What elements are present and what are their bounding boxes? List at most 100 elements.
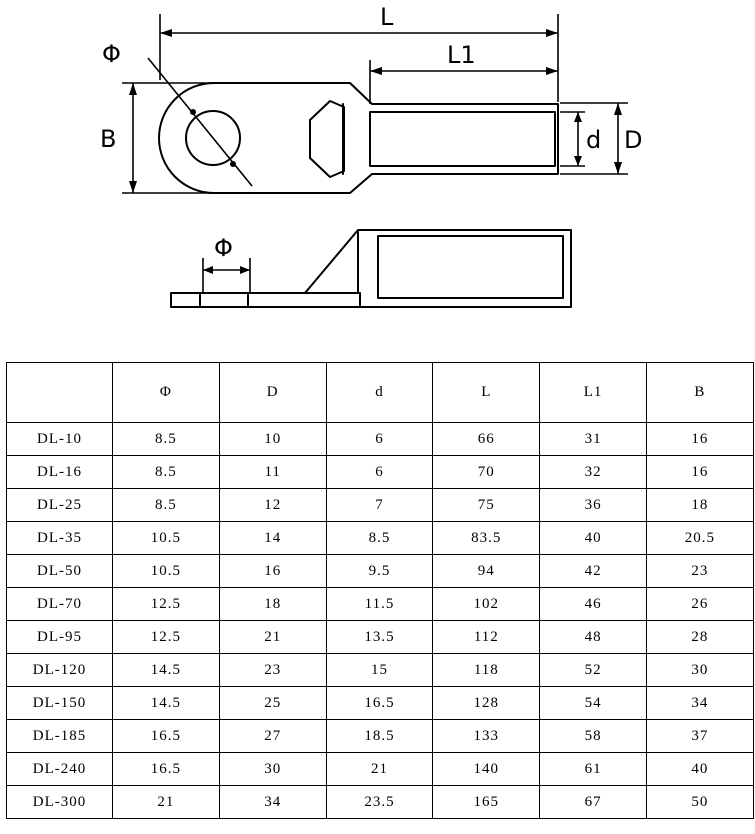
value-cell: 11 bbox=[218, 455, 327, 489]
value-cell: 18.5 bbox=[325, 719, 434, 753]
header-cell: Φ bbox=[112, 362, 220, 423]
header-cell: L bbox=[432, 362, 541, 423]
label-B: B bbox=[100, 125, 116, 153]
value-cell: 14.5 bbox=[112, 686, 220, 720]
model-cell: DL-150 bbox=[6, 686, 113, 720]
lug-top-outline bbox=[158, 82, 559, 194]
model-cell: DL-25 bbox=[6, 488, 113, 522]
value-cell: 28 bbox=[645, 620, 754, 654]
value-cell: 10.5 bbox=[112, 521, 220, 555]
value-cell: 25 bbox=[218, 686, 327, 720]
header-cell: B bbox=[645, 362, 754, 423]
value-cell: 67 bbox=[539, 785, 647, 819]
value-cell: 21 bbox=[218, 620, 327, 654]
model-cell: DL-185 bbox=[6, 719, 113, 753]
lug-side-bore bbox=[377, 235, 564, 299]
value-cell: 165 bbox=[432, 785, 541, 819]
value-cell: 54 bbox=[539, 686, 647, 720]
value-cell: 140 bbox=[432, 752, 541, 786]
value-cell: 30 bbox=[645, 653, 754, 687]
value-cell: 23.5 bbox=[325, 785, 434, 819]
value-cell: 133 bbox=[432, 719, 541, 753]
value-cell: 13.5 bbox=[325, 620, 434, 654]
value-cell: 23 bbox=[645, 554, 754, 588]
label-D: D bbox=[624, 126, 642, 154]
header-cell: L1 bbox=[539, 362, 647, 423]
value-cell: 23 bbox=[218, 653, 327, 687]
value-cell: 16 bbox=[645, 455, 754, 489]
value-cell: 16.5 bbox=[112, 719, 220, 753]
model-cell: DL-50 bbox=[6, 554, 113, 588]
value-cell: 18 bbox=[645, 488, 754, 522]
header-cell: d bbox=[325, 362, 434, 423]
label-phi-top: Φ bbox=[102, 40, 121, 68]
value-cell: 8.5 bbox=[112, 455, 220, 489]
value-cell: 16.5 bbox=[112, 752, 220, 786]
value-cell: 26 bbox=[645, 587, 754, 621]
value-cell: 6 bbox=[325, 422, 434, 456]
value-cell: 21 bbox=[112, 785, 220, 819]
value-cell: 9.5 bbox=[325, 554, 434, 588]
model-cell: DL-35 bbox=[6, 521, 113, 555]
value-cell: 128 bbox=[432, 686, 541, 720]
value-cell: 16 bbox=[218, 554, 327, 588]
value-cell: 14 bbox=[218, 521, 327, 555]
value-cell: 48 bbox=[539, 620, 647, 654]
value-cell: 66 bbox=[432, 422, 541, 456]
value-cell: 42 bbox=[539, 554, 647, 588]
bolt-hole bbox=[185, 110, 241, 166]
value-cell: 31 bbox=[539, 422, 647, 456]
value-cell: 70 bbox=[432, 455, 541, 489]
header-cell: D bbox=[218, 362, 327, 423]
value-cell: 10.5 bbox=[112, 554, 220, 588]
value-cell: 7 bbox=[325, 488, 434, 522]
value-cell: 14.5 bbox=[112, 653, 220, 687]
value-cell: 15 bbox=[325, 653, 434, 687]
value-cell: 34 bbox=[645, 686, 754, 720]
value-cell: 16 bbox=[645, 422, 754, 456]
value-cell: 37 bbox=[645, 719, 754, 753]
value-cell: 12.5 bbox=[112, 587, 220, 621]
value-cell: 12.5 bbox=[112, 620, 220, 654]
value-cell: 12 bbox=[218, 488, 327, 522]
value-cell: 102 bbox=[432, 587, 541, 621]
value-cell: 20.5 bbox=[645, 521, 754, 555]
value-cell: 52 bbox=[539, 653, 647, 687]
value-cell: 83.5 bbox=[432, 521, 541, 555]
value-cell: 75 bbox=[432, 488, 541, 522]
value-cell: 21 bbox=[325, 752, 434, 786]
value-cell: 6 bbox=[325, 455, 434, 489]
value-cell: 36 bbox=[539, 488, 647, 522]
value-cell: 112 bbox=[432, 620, 541, 654]
value-cell: 34 bbox=[218, 785, 327, 819]
value-cell: 11.5 bbox=[325, 587, 434, 621]
model-cell: DL-120 bbox=[6, 653, 113, 687]
value-cell: 61 bbox=[539, 752, 647, 786]
label-L1: L1 bbox=[447, 41, 476, 69]
value-cell: 94 bbox=[432, 554, 541, 588]
model-cell: DL-300 bbox=[6, 785, 113, 819]
lug-bore bbox=[369, 111, 556, 167]
value-cell: 18 bbox=[218, 587, 327, 621]
model-cell: DL-10 bbox=[6, 422, 113, 456]
value-cell: 27 bbox=[218, 719, 327, 753]
terminal-lug-drawing: L L1 B d D Φ Φ bbox=[100, 3, 642, 308]
model-cell: DL-95 bbox=[6, 620, 113, 654]
value-cell: 16.5 bbox=[325, 686, 434, 720]
value-cell: 46 bbox=[539, 587, 647, 621]
value-cell: 58 bbox=[539, 719, 647, 753]
value-cell: 32 bbox=[539, 455, 647, 489]
label-phi-side: Φ bbox=[214, 234, 233, 262]
model-cell: DL-16 bbox=[6, 455, 113, 489]
